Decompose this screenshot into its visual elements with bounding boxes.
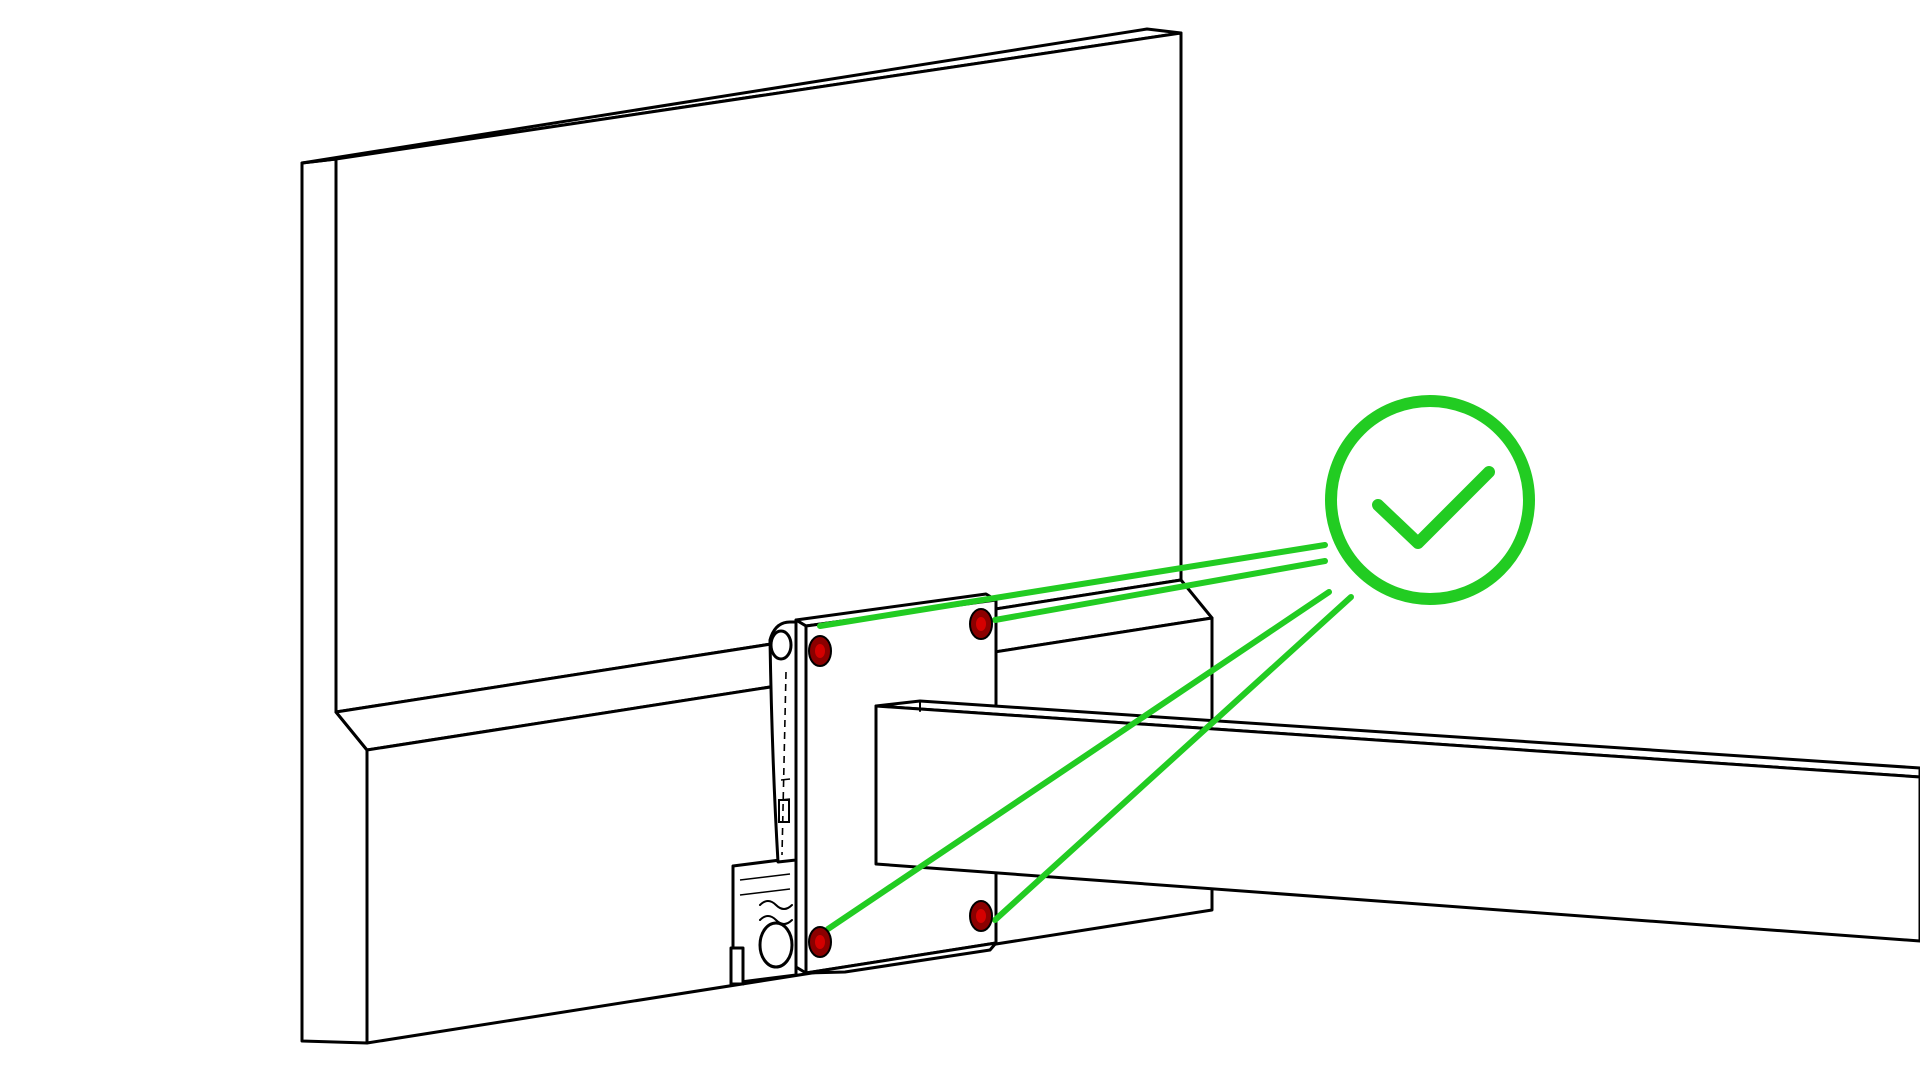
callout-circle bbox=[1325, 395, 1535, 605]
arm-front-face bbox=[874, 704, 1920, 943]
hinge-spring bbox=[759, 900, 793, 925]
tilt-hinge-mechanism bbox=[729, 620, 798, 986]
hinge-pivot-top bbox=[769, 629, 793, 661]
callout-line-top-right bbox=[992, 558, 1328, 623]
check-circle-icon bbox=[1325, 395, 1535, 605]
screw-icon bbox=[969, 900, 993, 932]
plate-bottom-edge bbox=[804, 941, 998, 975]
screw-icon bbox=[969, 608, 993, 640]
hinge-detail bbox=[739, 778, 791, 896]
callout-line-bottom-left bbox=[825, 589, 1332, 932]
hinge-pivot-bottom bbox=[758, 921, 794, 969]
mount-screws bbox=[808, 608, 993, 958]
screw-icon bbox=[808, 635, 832, 667]
checkmark-icon bbox=[1372, 466, 1495, 549]
hinge-foot bbox=[729, 946, 745, 986]
callout-line-bottom-right bbox=[992, 594, 1354, 923]
callout-lines bbox=[817, 542, 1354, 932]
screw-icon bbox=[808, 926, 832, 958]
hinge-hidden-edge bbox=[781, 671, 787, 856]
callout-line-top-left bbox=[817, 542, 1328, 629]
hinge-bracket-block bbox=[778, 799, 790, 823]
